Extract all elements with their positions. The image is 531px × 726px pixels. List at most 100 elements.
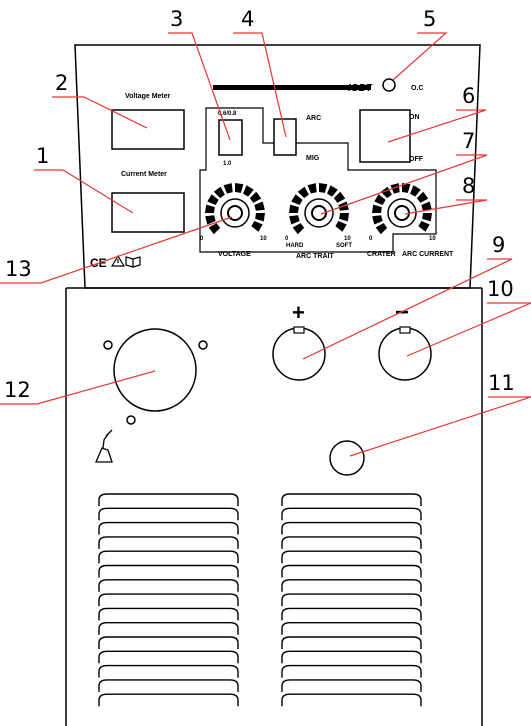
crater-scale-min: 0 xyxy=(369,236,373,242)
callout-12-leader xyxy=(0,370,156,405)
knob-tick xyxy=(289,204,299,213)
power-switch xyxy=(359,109,411,163)
knob-tick xyxy=(207,194,219,205)
louver-slat xyxy=(98,550,239,564)
louver-slat xyxy=(281,636,422,649)
machine-body xyxy=(65,287,483,726)
manual-book-icon xyxy=(125,256,141,268)
louver-slat xyxy=(281,693,422,707)
knob-tick xyxy=(416,191,429,203)
louver-slat xyxy=(281,622,422,635)
louver-slat xyxy=(98,622,239,635)
wire-diameter-switch xyxy=(218,119,243,156)
knob-tick xyxy=(335,221,347,232)
louver-slat xyxy=(281,650,422,664)
knob-tick xyxy=(249,191,262,203)
callout-10: 10 xyxy=(487,277,514,301)
voltage-label: VOLTAGE xyxy=(218,251,251,258)
knob-tick xyxy=(390,183,400,194)
callout-1: 1 xyxy=(36,144,49,168)
igbt-label: IGBT xyxy=(348,83,373,94)
callout-9-leader xyxy=(302,258,513,360)
louver-slat xyxy=(281,536,422,549)
current-meter-label: Current Meter xyxy=(121,171,167,178)
louver-slat xyxy=(281,679,422,692)
off-label: OFF xyxy=(409,156,424,163)
louver-slat xyxy=(98,636,239,649)
knob-tick xyxy=(402,183,411,193)
callout-5: 5 xyxy=(423,7,436,31)
crater-label: CRATER xyxy=(367,251,396,258)
louver-slat xyxy=(98,607,239,621)
callout-8-leader xyxy=(404,199,488,215)
louver-slat xyxy=(281,493,422,506)
knob-tick xyxy=(223,183,233,194)
arc-trait-knob xyxy=(289,183,349,235)
callout-4: 4 xyxy=(241,7,254,31)
knob-tick xyxy=(251,221,263,232)
arc-mig-switch xyxy=(273,118,297,156)
knob-tick xyxy=(208,223,221,235)
callout-2-leader xyxy=(52,96,148,129)
knob-tick xyxy=(333,191,346,203)
knob-tick xyxy=(235,183,244,193)
knob-tick xyxy=(205,204,215,213)
knob-tick xyxy=(374,194,386,205)
callout-numbers: 1 2 3 4 5 6 7 8 9 10 11 12 13 xyxy=(4,7,515,402)
callout-8: 8 xyxy=(462,174,475,198)
louver-slat xyxy=(98,693,239,707)
knob-tick xyxy=(254,201,265,211)
callout-6-leader xyxy=(387,109,487,143)
louver-slat xyxy=(98,536,239,549)
knob-tick xyxy=(375,223,388,235)
louver-slat xyxy=(98,679,239,692)
knob-tick xyxy=(297,186,309,199)
control-socket xyxy=(329,440,365,476)
knob-tick xyxy=(327,185,338,197)
louver-slat xyxy=(281,550,422,564)
crater-scale-max: 10 xyxy=(429,236,436,242)
callout-11-leader xyxy=(349,396,531,457)
right-louver-vents xyxy=(281,493,422,707)
callout-13: 13 xyxy=(5,257,32,281)
louver-slat xyxy=(98,521,239,535)
callout-5-leader xyxy=(392,32,448,81)
negative-output-terminal xyxy=(378,326,432,381)
callout-12: 12 xyxy=(4,378,31,402)
louver-slat xyxy=(281,564,422,578)
knob-tick xyxy=(291,194,303,205)
arc-current-label: ARC CURRENT xyxy=(402,251,454,258)
callout-6: 6 xyxy=(462,84,475,108)
oc-label: O.C xyxy=(411,85,423,92)
callout-7: 7 xyxy=(462,129,475,153)
louver-slat xyxy=(281,593,422,607)
arc-trait-scale-max: 10 xyxy=(344,236,351,242)
arc-current-knob xyxy=(372,183,432,235)
knob-tick xyxy=(289,215,300,225)
knob-tick xyxy=(421,201,432,211)
overcurrent-indicator xyxy=(382,78,396,92)
louver-slat xyxy=(281,607,422,621)
arc-trait-label: ARC TRAIT xyxy=(296,253,334,260)
knob-tick xyxy=(292,223,305,235)
voltage-scale-max: 10 xyxy=(260,236,267,242)
knob-tick xyxy=(372,215,383,225)
callout-11: 11 xyxy=(488,371,515,395)
louver-slat xyxy=(98,579,239,592)
positive-output-terminal xyxy=(272,326,326,381)
louver-slat xyxy=(98,564,239,578)
knob-tick xyxy=(307,183,317,194)
left-louver-vents xyxy=(98,493,239,707)
louver-slat xyxy=(281,521,422,535)
warning-icon xyxy=(110,254,126,267)
knob-tick xyxy=(418,221,430,232)
louver-slat xyxy=(98,650,239,664)
knob-center xyxy=(394,205,410,221)
current-meter-display xyxy=(111,192,185,233)
knob-tick xyxy=(372,204,382,213)
knob-tick xyxy=(410,185,421,197)
callout-1-leader xyxy=(34,169,134,214)
voltage-knob xyxy=(205,183,265,235)
